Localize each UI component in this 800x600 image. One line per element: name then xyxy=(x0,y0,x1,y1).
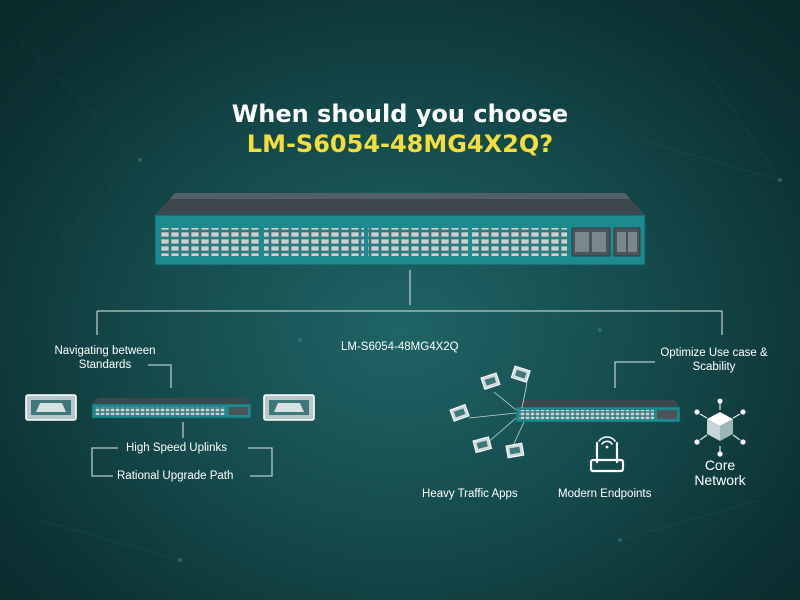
title-line-1: When should you choose xyxy=(231,100,569,128)
core-network-label: Core Network xyxy=(680,458,760,488)
main-switch xyxy=(154,193,646,266)
title-line-2: LM-S6054-48MG4X2Q? xyxy=(246,130,554,158)
background-network-nodes xyxy=(138,158,782,562)
router-icon xyxy=(589,436,625,473)
endpoint-device-icon xyxy=(449,403,470,422)
endpoint-device-icon xyxy=(480,372,501,391)
device-links xyxy=(468,382,528,449)
heavy-traffic-apps-label: Heavy Traffic Apps xyxy=(422,488,518,500)
core-network-line-2: Network xyxy=(694,472,746,488)
left-heading-line-2: Standards xyxy=(78,359,132,371)
background-network-lines xyxy=(19,39,781,561)
core-network-line-1: Core xyxy=(704,457,736,473)
high-speed-uplinks-label: High Speed Uplinks xyxy=(126,442,228,454)
right-heading-line-1: Optimize Use case & xyxy=(660,347,768,359)
right-heading-line-2: Scability xyxy=(692,361,736,373)
left-heading-line-1: Navigating between xyxy=(54,345,156,357)
right-switch xyxy=(515,400,681,423)
modern-endpoints-label: Modern Endpoints xyxy=(558,488,652,500)
rational-upgrade-path-label: Rational Upgrade Path xyxy=(117,470,234,482)
right-heading: Optimize Use case & Scability xyxy=(650,346,778,374)
left-sfp-module-icon xyxy=(25,394,77,421)
left-switch xyxy=(91,398,252,419)
tree-connectors xyxy=(91,270,723,477)
left-heading: Navigating between Standards xyxy=(40,344,170,372)
endpoint-device-icon xyxy=(472,436,493,454)
center-model-label: LM-S6054-48MG4X2Q xyxy=(341,341,459,353)
core-network-icon xyxy=(694,398,746,457)
endpoint-device-icon xyxy=(505,442,525,459)
endpoint-device-icon xyxy=(510,365,531,383)
right-sfp-module-icon xyxy=(263,394,315,421)
